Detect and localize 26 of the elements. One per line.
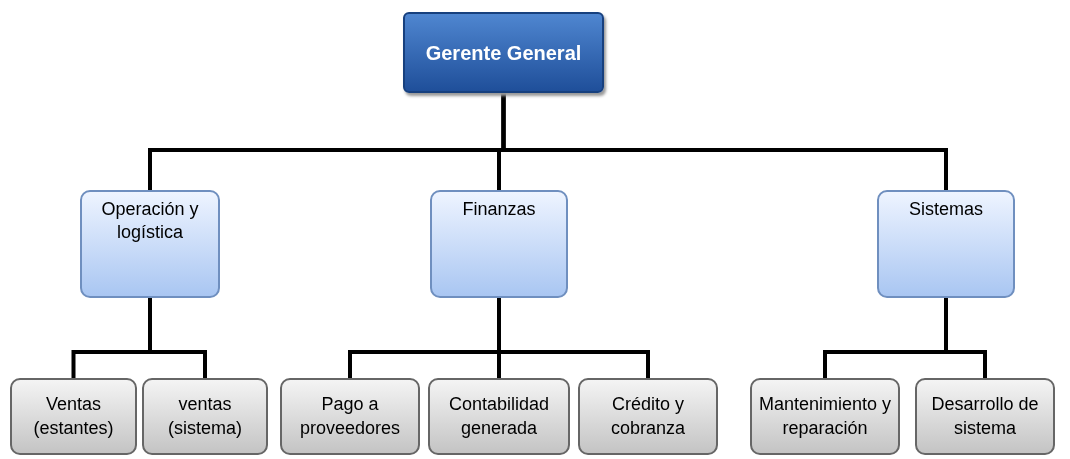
department-box [430,190,568,298]
subunit-box [10,378,137,455]
connector-line [501,93,948,190]
box-label: Sistemas [908,198,984,221]
subunit-box [750,378,900,455]
root-role-box [403,12,604,93]
subunit-box [915,378,1055,455]
box-label: Crédito y cobranza [609,393,687,440]
connector-line [944,298,987,378]
subunit-box [578,378,718,455]
box-label: Ventas (estantes) [32,393,115,440]
department-box [80,190,220,298]
subunit-box [428,378,570,455]
box-label: Mantenimiento y reparación [757,393,893,440]
box-label: Pago a proveedores [298,393,402,440]
box-label: Operación y logística [100,198,200,245]
box-label: Finanzas [461,198,537,221]
box-label: Gerente General [424,40,583,66]
connector-line [148,298,207,378]
connector-line [497,298,650,378]
subunit-box [142,378,268,455]
box-label: Contabilidad generada [447,393,551,440]
subunit-box [280,378,420,455]
box-label: ventas (sistema) [167,393,243,440]
department-box [877,190,1015,298]
box-label: Desarrollo de sistema [930,393,1040,440]
